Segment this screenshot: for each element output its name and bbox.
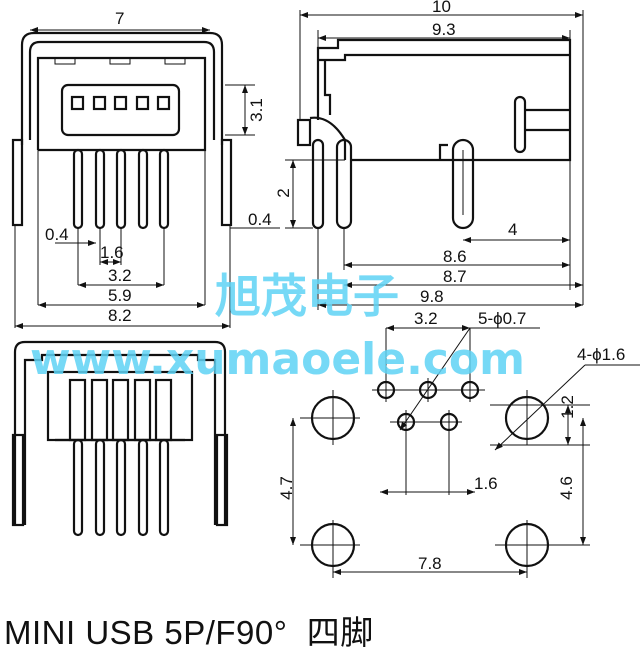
dim-length-10: 10 [432, 0, 451, 16]
dim-left-vertical: 4.7 [277, 476, 296, 500]
dim-pin-span-3-2: 3.2 [414, 309, 438, 328]
dim-span-8-2: 8.2 [108, 306, 132, 325]
drawing-title: MINI USB 5P/F90° 四脚 [4, 614, 374, 651]
dim-half-pitch: 1.6 [474, 474, 498, 493]
watermark-url: www.xumaoele.com [30, 334, 525, 385]
pin-holes [372, 378, 485, 495]
dim-height-3-1: 3.1 [247, 98, 266, 122]
dim-right-vertical: 4.6 [557, 476, 576, 500]
dim-pitch: 1.6 [100, 243, 124, 262]
dim-length-9-3: 9.3 [432, 20, 456, 39]
dim-mount-span: 7.8 [418, 554, 442, 573]
mount-holes [300, 390, 590, 578]
bottom-pins [68, 378, 173, 537]
dim-pin-width-right: 0.4 [248, 210, 272, 229]
dim-pin-height-2: 2 [274, 188, 293, 197]
pcb-footprint [290, 325, 640, 578]
dim-8-6: 8.6 [443, 247, 467, 266]
dim-width-7: 7 [115, 9, 124, 28]
dim-8-7: 8.7 [443, 267, 467, 286]
contact-squares [70, 95, 171, 111]
dim-row-offset: 1.2 [558, 395, 577, 419]
watermark-chinese: 旭茂电子 [215, 269, 399, 323]
front-view [11, 27, 280, 329]
dim-pin-width-left: 0.4 [45, 225, 69, 244]
bottom-view [11, 340, 229, 537]
label-mount-holes: 4-ϕ1.6 [577, 345, 625, 364]
dim-4: 4 [508, 220, 517, 239]
dim-span-3-2: 3.2 [108, 266, 132, 285]
dim-9-8: 9.8 [420, 287, 444, 306]
label-pin-holes: 5-ϕ0.7 [478, 309, 526, 328]
side-view [285, 10, 584, 310]
pins [72, 148, 170, 230]
dim-span-5-9: 5.9 [108, 286, 132, 305]
